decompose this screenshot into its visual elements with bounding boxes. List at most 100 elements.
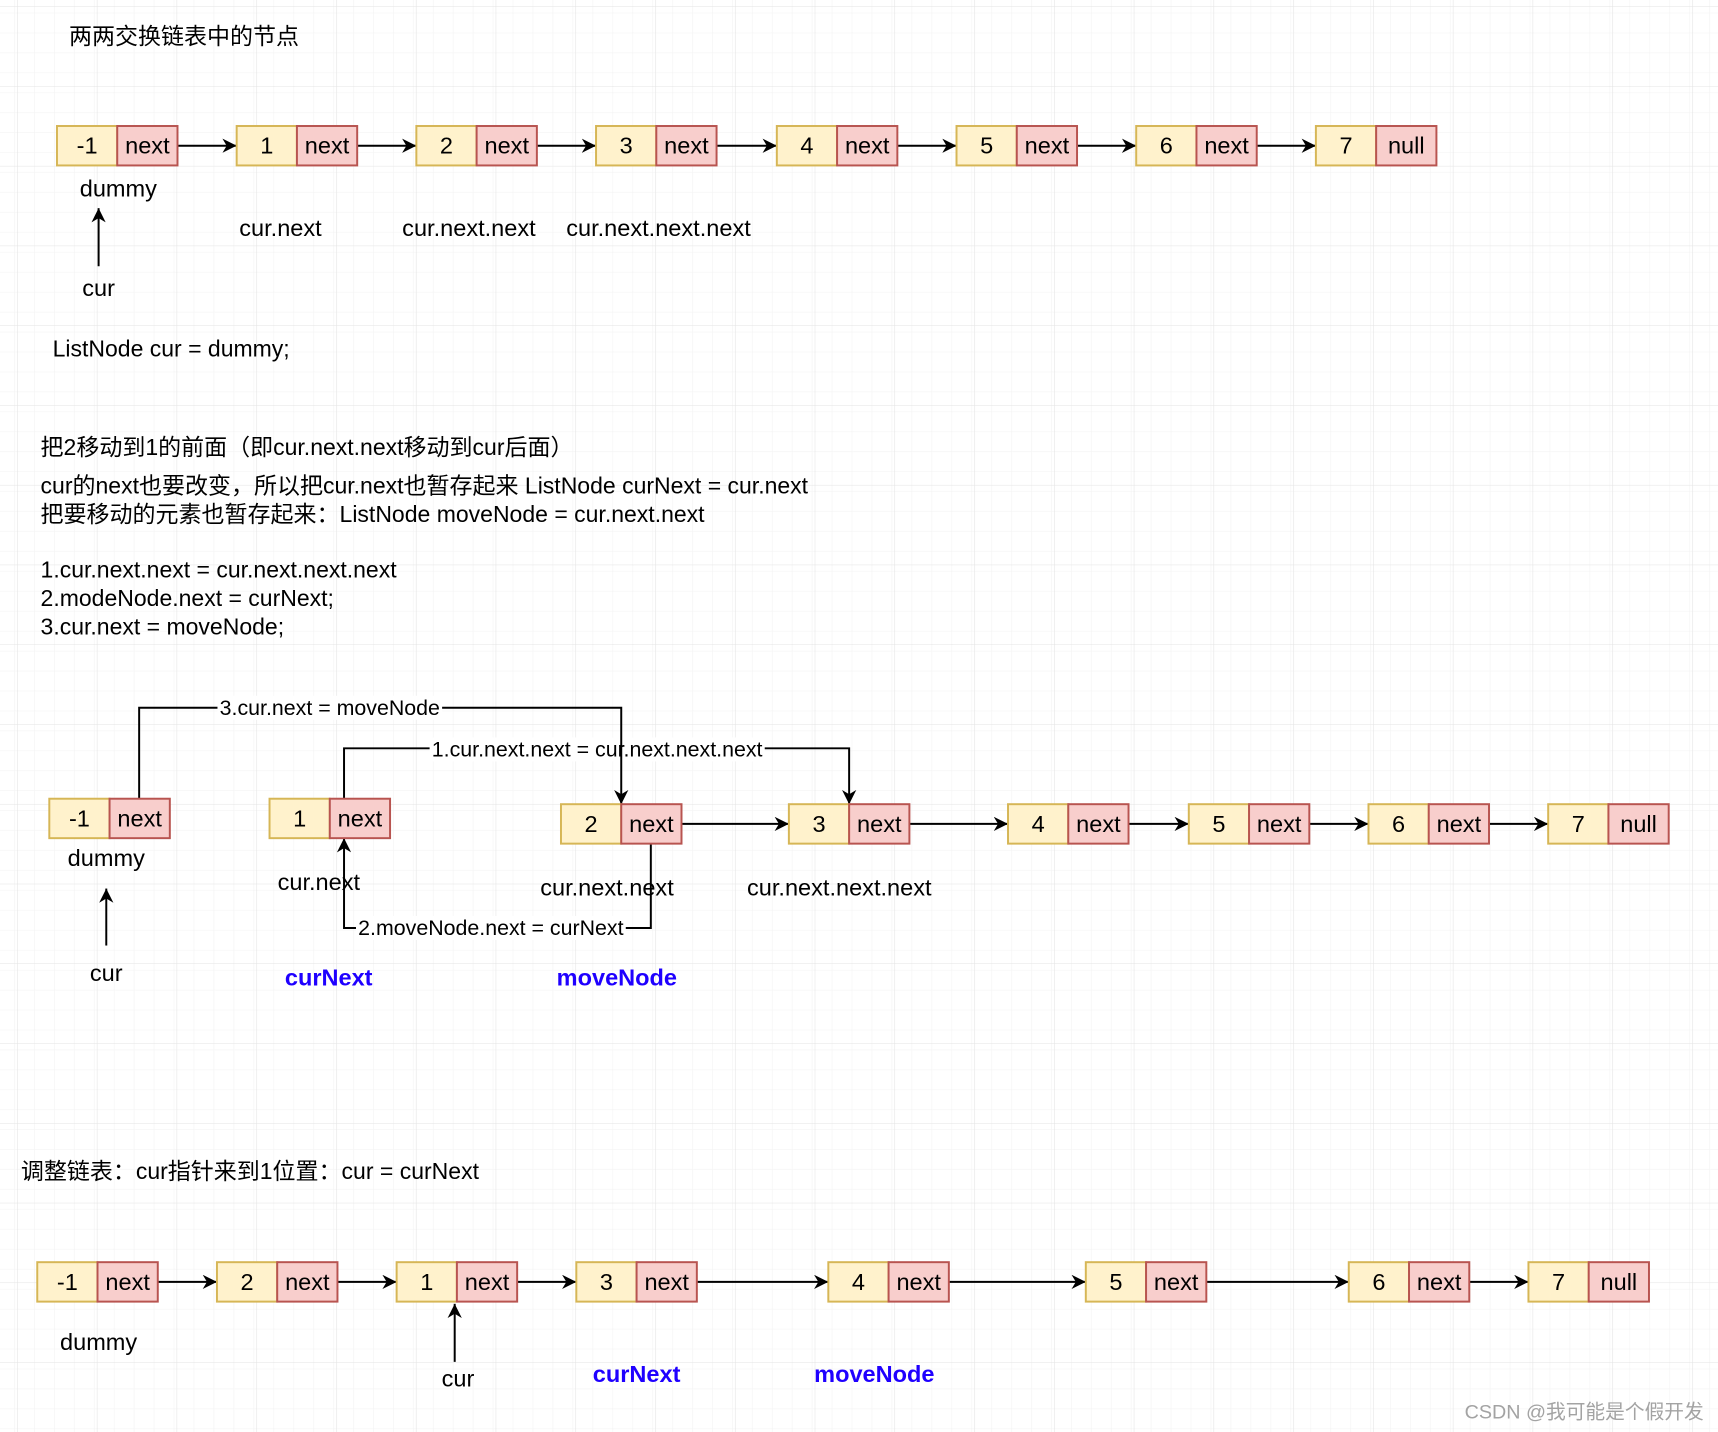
node-next-cell <box>455 1261 519 1303</box>
node-next-cell <box>848 803 911 845</box>
node-value: 2 <box>241 1269 254 1295</box>
list-node: 2 next <box>559 803 683 845</box>
node-next-cell <box>96 1261 159 1303</box>
node-value-cell <box>1547 803 1610 845</box>
node-next-pointer: next <box>465 1269 510 1295</box>
node-next-pointer: next <box>896 1269 941 1295</box>
list-node: 1 next <box>395 1261 519 1303</box>
explanation-step: 3.cur.next = moveNode; <box>41 614 285 640</box>
node-next-cell <box>1408 1261 1471 1303</box>
pointer-label-cur-next-next-next: cur.next.next.next <box>566 215 751 241</box>
list-node: 5 next <box>1187 803 1311 845</box>
node-value-cell <box>559 803 623 845</box>
node-next-pointer: null <box>1388 133 1425 159</box>
node-next-pointer: next <box>484 133 529 159</box>
node-value-cell <box>1135 125 1198 167</box>
node-value: 3 <box>812 811 825 837</box>
node-value: 4 <box>1032 811 1045 837</box>
node-value: 5 <box>1109 1269 1122 1295</box>
node-next-pointer: next <box>1417 1269 1462 1295</box>
node-next-pointer: next <box>285 1269 330 1295</box>
connector-step3-label-group: 3.cur.next = moveNode <box>217 695 443 720</box>
node-value-cell <box>955 125 1018 167</box>
dummy-label: dummy <box>80 175 157 201</box>
watermark: CSDN @我可能是个假开发 <box>1465 1401 1704 1423</box>
node-next-pointer: next <box>1204 133 1249 159</box>
node-value: 1 <box>260 133 273 159</box>
edge-label-background <box>217 695 443 720</box>
pointer-label-cur-next-next: cur.next.next <box>540 874 674 900</box>
node-next-pointer: next <box>845 133 890 159</box>
list-node: 1 next <box>235 125 359 167</box>
node-next-cell <box>1607 803 1670 845</box>
node-value: 7 <box>1339 133 1352 159</box>
code-line: ListNode cur = dummy; <box>53 335 290 361</box>
node-value-cell <box>55 125 119 167</box>
list-node: 4 next <box>775 125 899 167</box>
node-value: -1 <box>57 1269 78 1295</box>
explanation-step: 2.modeNode.next = curNext; <box>41 585 334 611</box>
node-value-cell <box>827 1261 890 1303</box>
list-node: 3 next <box>575 1261 698 1303</box>
explanation-step: 1.cur.next.next = cur.next.next.next <box>41 557 398 583</box>
node-next-cell <box>1145 1261 1208 1303</box>
node-value: -1 <box>69 805 90 831</box>
node-value-cell <box>36 1261 99 1303</box>
move-node-variable-label: moveNode <box>814 1361 934 1387</box>
node-next-pointer: next <box>664 133 709 159</box>
node-value: 4 <box>852 1269 865 1295</box>
explanation-text: 把2移动到1的前面（即cur.next.next移动到cur后面） cur的ne… <box>41 434 809 640</box>
node-next-pointer: next <box>1076 811 1121 837</box>
node-next-pointer: next <box>338 805 383 831</box>
move-node-variable-label: moveNode <box>557 964 677 990</box>
node-next-cell <box>475 125 538 167</box>
list-node: 7 null <box>1527 1261 1650 1303</box>
node-value: 6 <box>1372 1269 1385 1295</box>
list-node: 4 next <box>1007 803 1130 845</box>
node-next-pointer: next <box>1437 811 1482 837</box>
node-value: 6 <box>1392 811 1405 837</box>
list-node: 7 null <box>1314 125 1438 167</box>
edge-label-background <box>429 737 765 762</box>
connector-step3-label: 3.cur.next = moveNode <box>220 696 440 720</box>
list-node: 6 next <box>1367 803 1490 845</box>
cur-label: cur <box>82 275 115 301</box>
node-value-cell <box>235 125 298 167</box>
node-next-cell <box>116 125 179 167</box>
explanation-line: 把要移动的元素也暂存起来：ListNode moveNode = cur.nex… <box>41 501 706 527</box>
node-value: 2 <box>440 133 453 159</box>
cur-label: cur <box>90 960 123 986</box>
node-value: 1 <box>420 1269 433 1295</box>
node-next-cell <box>655 125 718 167</box>
diagram-title: 两两交换链表中的节点 <box>69 23 299 49</box>
node-value: 6 <box>1160 133 1173 159</box>
pointer-label-cur-next: cur.next <box>239 215 322 241</box>
node-value-cell <box>415 125 478 167</box>
pointer-label-cur-next: cur.next <box>278 869 361 895</box>
node-next-cell <box>635 1261 698 1303</box>
node-value: 1 <box>293 805 306 831</box>
list-node: 6 next <box>1347 1261 1471 1303</box>
pointer-label-cur-next-next: cur.next.next <box>402 215 536 241</box>
node-next-cell <box>1587 1261 1650 1303</box>
section-adjusted-list: 调整链表：cur指针来到1位置：cur = curNext -1 next 2 … <box>21 1158 1650 1391</box>
list-node: 5 next <box>955 125 1079 167</box>
node-value-cell <box>775 125 839 167</box>
node-next-cell <box>108 797 171 840</box>
cur-next-variable-label: curNext <box>285 964 373 990</box>
node-value-cell <box>48 797 111 840</box>
node-value-cell <box>1007 803 1070 845</box>
node-next-pointer: next <box>117 805 162 831</box>
node-next-cell <box>1067 803 1130 845</box>
list-node: 2 next <box>415 125 538 167</box>
node-next-pointer: next <box>125 133 170 159</box>
node-value-cell <box>1314 125 1378 167</box>
node-value-cell <box>1084 1261 1148 1303</box>
dummy-label: dummy <box>68 845 145 871</box>
node-next-cell <box>1195 125 1258 167</box>
node-value: 5 <box>1212 811 1225 837</box>
node-next-pointer: next <box>1025 133 1070 159</box>
node-next-cell <box>1248 803 1311 845</box>
list-node: 5 next <box>1084 1261 1208 1303</box>
